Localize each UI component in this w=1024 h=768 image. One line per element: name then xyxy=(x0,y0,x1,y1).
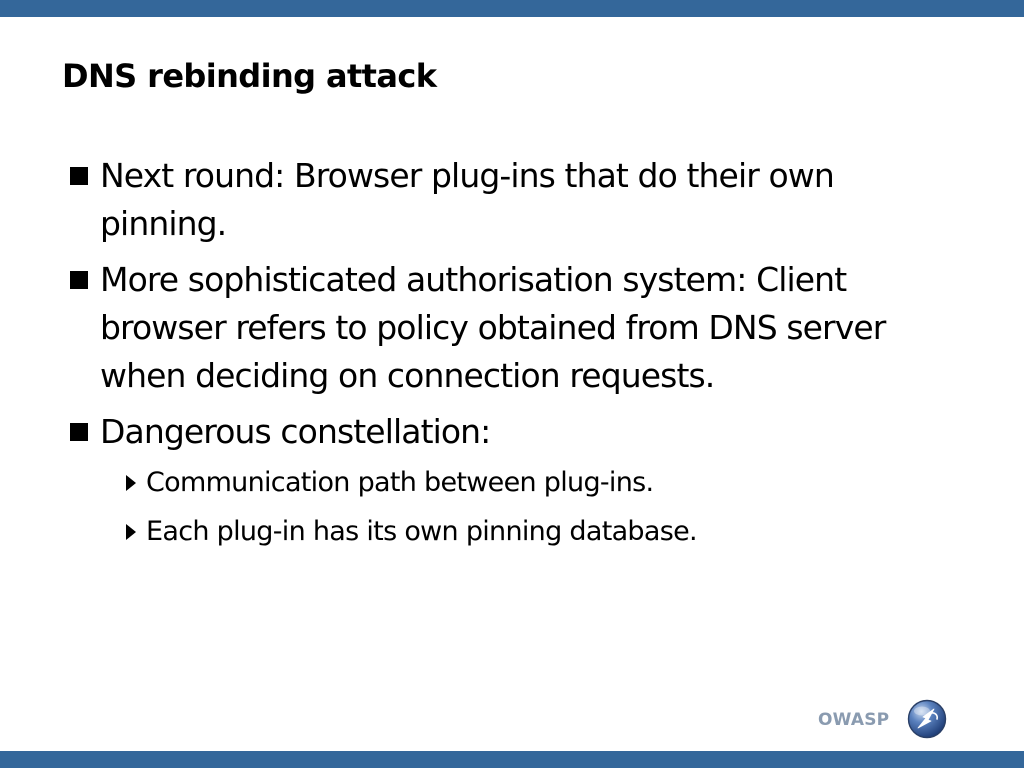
square-bullet-icon xyxy=(70,167,88,185)
triangle-bullet-icon xyxy=(126,524,136,540)
bottom-bar xyxy=(0,751,1024,768)
bullet-text: Dangerous constellation: xyxy=(100,412,491,451)
bullet-item: Next round: Browser plug-ins that do the… xyxy=(68,152,968,248)
bullet-text: More sophisticated authorisation system:… xyxy=(100,260,886,395)
owasp-wasp-icon xyxy=(907,699,947,739)
sub-bullet-item: Communication path between plug-ins. xyxy=(68,464,968,502)
square-bullet-icon xyxy=(70,271,88,289)
logo-text: OWASP xyxy=(818,710,890,730)
slide-content: Next round: Browser plug-ins that do the… xyxy=(68,152,968,562)
sub-bullet-text: Communication path between plug-ins. xyxy=(146,467,654,498)
sub-bullet-text: Each plug-in has its own pinning databas… xyxy=(146,516,698,547)
owasp-logo: OWASP xyxy=(818,698,950,742)
sub-bullet-item: Each plug-in has its own pinning databas… xyxy=(68,513,968,551)
bullet-text: Next round: Browser plug-ins that do the… xyxy=(100,156,835,243)
bullet-item: More sophisticated authorisation system:… xyxy=(68,256,968,400)
top-bar xyxy=(0,0,1024,17)
bullet-item: Dangerous constellation: xyxy=(68,408,968,456)
slide-title: DNS rebinding attack xyxy=(62,57,437,95)
square-bullet-icon xyxy=(70,423,88,441)
triangle-bullet-icon xyxy=(126,475,136,491)
